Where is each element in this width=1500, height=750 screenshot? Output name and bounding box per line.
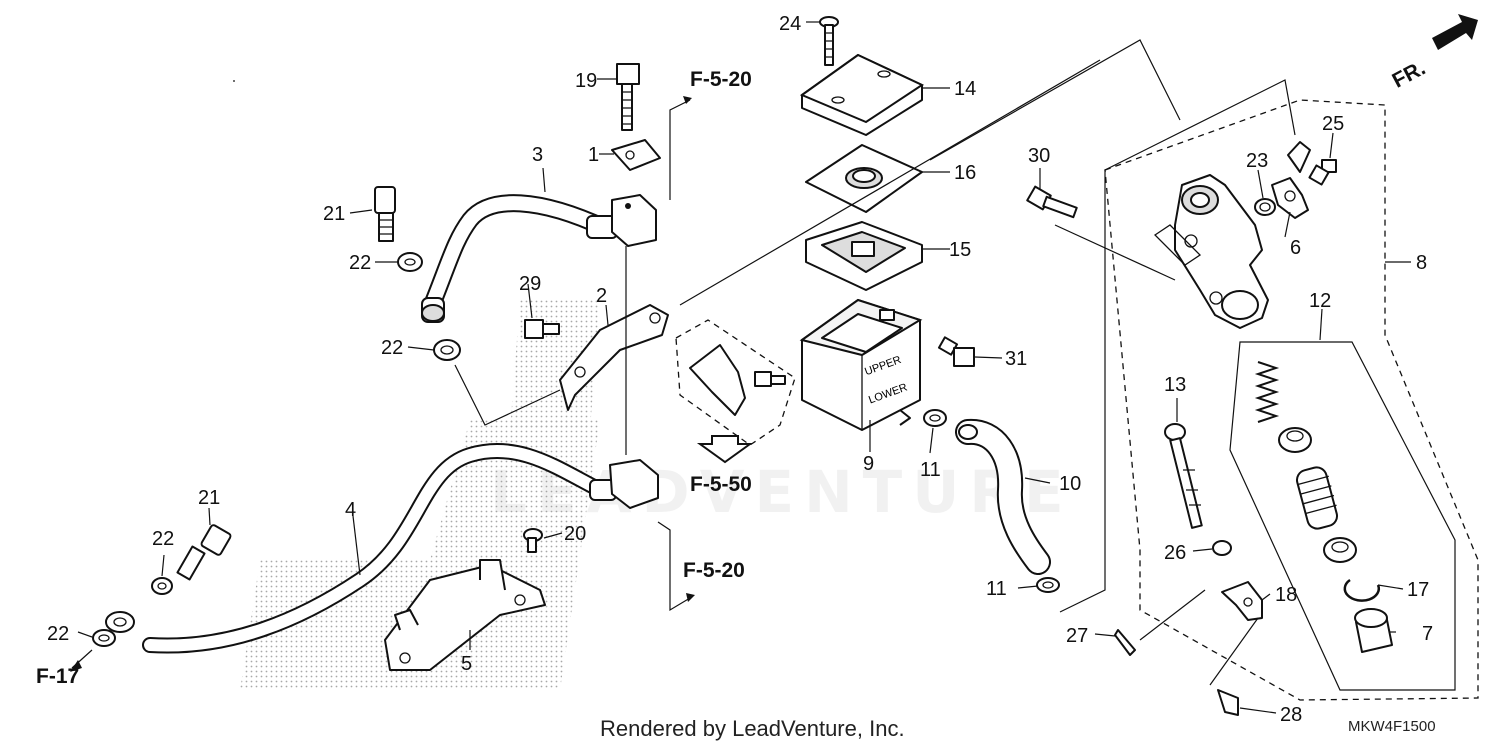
callout-7: 7 [1422, 623, 1433, 645]
part-12-cup [1278, 427, 1312, 453]
callout-24: 24 [779, 13, 801, 35]
ref-label-left: F-17 [36, 665, 79, 688]
part-14-cap [799, 53, 925, 136]
part-11-clip-upper [923, 409, 947, 427]
inset-detail-box [675, 319, 796, 446]
part-30-bolt [1026, 185, 1078, 219]
callout-1: 1 [588, 144, 599, 166]
front-label: FR. [1389, 56, 1430, 92]
part-6-joint [1271, 141, 1311, 219]
callout-23: 23 [1246, 150, 1268, 172]
leader-lines [77, 21, 1411, 714]
callout-13: 13 [1164, 374, 1186, 396]
assembly-12-outline [1229, 341, 1456, 691]
part-22-washer-4 [92, 629, 116, 647]
part-1-clip [611, 139, 661, 171]
part-24-screw [819, 16, 839, 66]
callout-12: 12 [1309, 290, 1331, 312]
part-22-washer-3 [151, 577, 173, 595]
callout-16: 16 [954, 162, 976, 184]
union-block-lower [609, 459, 659, 509]
callout-11-lower: 11 [986, 578, 1007, 600]
ref-label-upper: F-5-20 [690, 68, 752, 91]
part-9-reservoir [799, 298, 923, 431]
part-29-bolt [524, 319, 560, 339]
part-5-clamp-plate [384, 559, 546, 671]
callout-21-lower: 21 [198, 487, 220, 509]
ref-label-mid: F-5-50 [690, 473, 752, 496]
part-12-spring [1254, 361, 1280, 423]
ref-label-lower: F-5-20 [683, 559, 745, 582]
part-27-cotter-pin [1114, 629, 1136, 656]
callout-19: 19 [575, 70, 597, 92]
ref-arrow-lower [657, 521, 691, 612]
part-22-washer-1 [397, 252, 423, 272]
callout-4: 4 [345, 499, 356, 521]
diagram-code: MKW4F1500 [1348, 718, 1436, 735]
callout-3: 3 [532, 144, 543, 166]
callout-31: 31 [1005, 348, 1027, 370]
part-16-plate [805, 144, 923, 213]
callout-17: 17 [1407, 579, 1429, 601]
callout-21-upper: 21 [323, 203, 345, 225]
front-arrow-icon [1432, 14, 1478, 50]
ref-arrow-upper [669, 99, 691, 200]
callout-29: 29 [519, 273, 541, 295]
part-25-bolt [1308, 159, 1337, 186]
callout-22-1: 22 [349, 252, 371, 274]
part-20-screw [523, 528, 543, 553]
part-18-clevis [1221, 581, 1263, 621]
callout-8: 8 [1416, 252, 1427, 274]
part-13-push-rod [1164, 423, 1203, 529]
union-block-upper [611, 194, 657, 247]
callout-2: 2 [596, 285, 607, 307]
part-21-banjo-bolt-lower [176, 524, 232, 581]
part-23-o-ring [1254, 198, 1276, 216]
part-22-washer-2 [433, 339, 461, 361]
arrow-down-icon [696, 435, 754, 464]
part-12-piston [1295, 466, 1339, 530]
part-7-boot [1354, 608, 1393, 653]
part-11-clip-lower [1036, 577, 1060, 593]
footer-credit: Rendered by LeadVenture, Inc. [600, 716, 905, 741]
part-19-bolt [616, 63, 640, 131]
callout-9: 9 [863, 453, 874, 475]
part-17-circlip [1343, 578, 1380, 602]
part-12-secondary-cup [1323, 537, 1357, 563]
callout-26: 26 [1164, 542, 1186, 564]
callout-20: 20 [564, 523, 586, 545]
part-3-upper-hose [421, 194, 618, 323]
callout-22-4: 22 [47, 623, 69, 645]
callout-14: 14 [954, 78, 976, 100]
part-21-banjo-bolt-upper [374, 186, 396, 242]
callout-27: 27 [1066, 625, 1088, 647]
callout-22-3: 22 [152, 528, 174, 550]
callout-10: 10 [1059, 473, 1081, 495]
callout-30: 30 [1028, 145, 1050, 167]
part-2-stay [559, 304, 669, 411]
callout-25: 25 [1322, 113, 1344, 135]
callout-11-upper: 11 [920, 459, 941, 481]
callout-15: 15 [949, 239, 971, 261]
part-15-diaphragm [805, 221, 923, 291]
part-31-bolt [937, 336, 975, 367]
callout-28: 28 [1280, 704, 1302, 726]
part-10-reservoir-hose [955, 418, 1051, 575]
part-28-joint-pin [1217, 689, 1239, 716]
part-4-lower-hose [105, 443, 617, 654]
part-26-nut [1212, 540, 1232, 556]
part-8-master-cylinder [1153, 174, 1269, 329]
callout-22-2: 22 [381, 337, 403, 359]
callout-6: 6 [1290, 237, 1301, 259]
callout-5: 5 [461, 653, 472, 675]
callout-18: 18 [1275, 584, 1297, 606]
